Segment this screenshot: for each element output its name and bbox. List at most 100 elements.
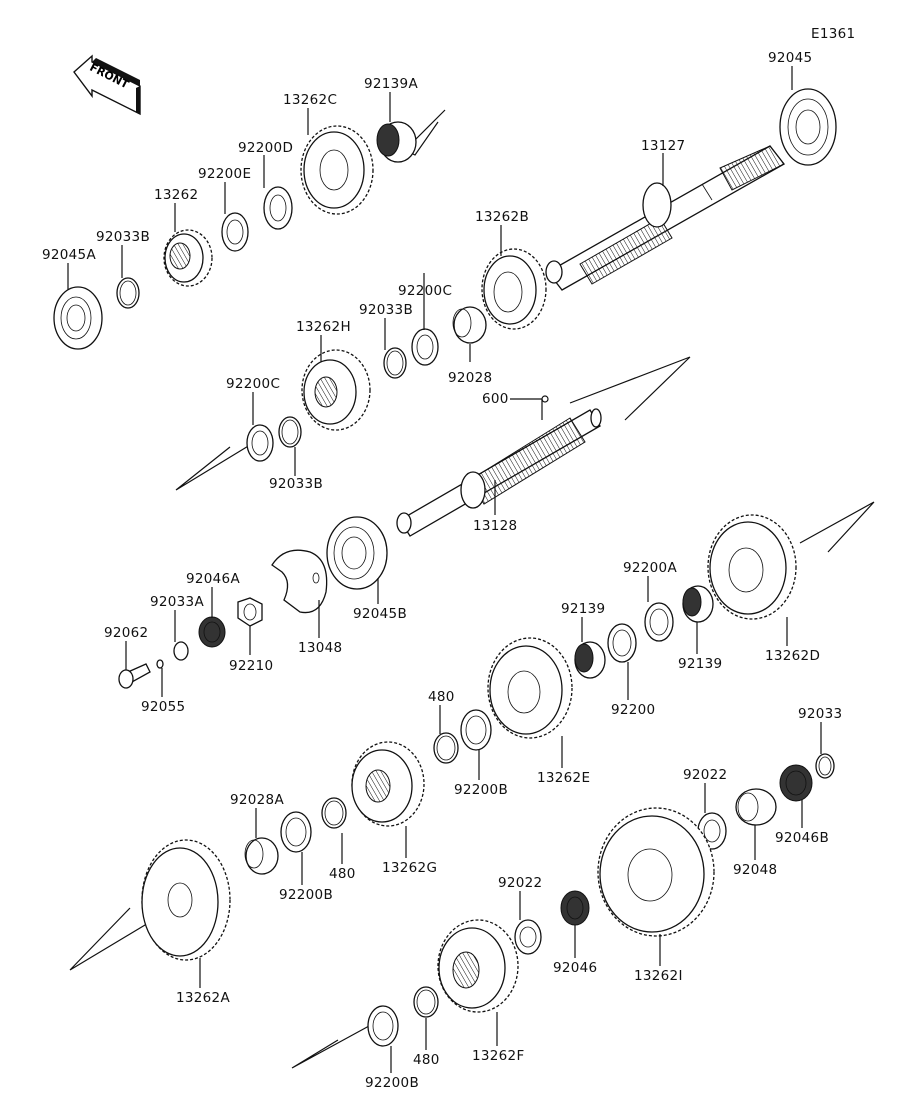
part-92200E-washer[interactable]: [221, 212, 249, 252]
label-92210[interactable]: 92210: [229, 658, 273, 674]
part-600-marker[interactable]: [541, 395, 549, 403]
label-480[interactable]: 480: [428, 689, 455, 705]
part-13262E-gear[interactable]: [487, 637, 573, 739]
part-92046-needle-bearing[interactable]: [560, 890, 590, 926]
label-92200B[interactable]: 92200B: [279, 887, 333, 903]
part-92200C-washer[interactable]: [246, 424, 274, 462]
part-92046B-needle-bearing[interactable]: [779, 764, 813, 802]
part-13262B-gear[interactable]: [481, 248, 547, 330]
part-92048-bushing[interactable]: [735, 788, 777, 826]
part-92022-washer[interactable]: [514, 919, 542, 955]
part-13128-shaft[interactable]: [396, 408, 602, 537]
part-13262A-gear[interactable]: [141, 839, 231, 961]
label-13262A[interactable]: 13262A: [176, 990, 230, 1006]
part-480-circlip[interactable]: [413, 986, 439, 1018]
label-13262D[interactable]: 13262D: [765, 648, 820, 664]
label-92033B[interactable]: 92033B: [359, 302, 413, 318]
part-92200B-washer[interactable]: [280, 811, 312, 853]
part-92028A-bushing[interactable]: [244, 837, 279, 875]
label-92028A[interactable]: 92028A: [230, 792, 284, 808]
label-13262C[interactable]: 13262C: [283, 92, 337, 108]
part-92045B-bearing[interactable]: [326, 516, 388, 590]
label-13262H[interactable]: 13262H: [296, 319, 351, 335]
label-92022[interactable]: 92022: [498, 875, 542, 891]
label-92048[interactable]: 92048: [733, 862, 777, 878]
label-92046B[interactable]: 92046B: [775, 830, 829, 846]
part-13127-shaft[interactable]: [545, 145, 785, 291]
label-600[interactable]: 600: [482, 391, 509, 407]
part-13262H-gear[interactable]: [301, 349, 371, 431]
label-480[interactable]: 480: [413, 1052, 440, 1068]
part-92028-bushing[interactable]: [452, 306, 487, 344]
label-92139[interactable]: 92139: [561, 601, 605, 617]
part-92200C-washer[interactable]: [411, 328, 439, 366]
label-92139A[interactable]: 92139A: [364, 76, 418, 92]
label-13048[interactable]: 13048: [298, 640, 342, 656]
part-92139A-needle-bearing[interactable]: [376, 121, 417, 163]
part-92046A-needle-bearing[interactable]: [198, 616, 226, 648]
part-92210-nut[interactable]: [237, 597, 263, 627]
part-92055-ring[interactable]: [156, 659, 164, 669]
part-92200-washer[interactable]: [607, 623, 637, 663]
label-92046[interactable]: 92046: [553, 960, 597, 976]
part-92139-needle-bearing[interactable]: [682, 585, 714, 623]
part-92033B-circlip[interactable]: [383, 347, 407, 379]
part-13262I-gear[interactable]: [597, 807, 715, 937]
part-480-circlip[interactable]: [433, 732, 459, 764]
label-13262B[interactable]: 13262B: [475, 209, 529, 225]
label-92033B[interactable]: 92033B: [269, 476, 323, 492]
label-92062[interactable]: 92062: [104, 625, 148, 641]
label-13262G[interactable]: 13262G: [382, 860, 437, 876]
label-92139[interactable]: 92139: [678, 656, 722, 672]
label-13262E[interactable]: 13262E: [537, 770, 590, 786]
part-92033A-ring[interactable]: [173, 641, 189, 661]
part-92139-needle-bearing[interactable]: [574, 641, 606, 679]
part-13262C-gear[interactable]: [300, 125, 374, 215]
part-labels: 92045 13127 92139A 13262C 92200D 92200E …: [42, 50, 842, 1091]
label-92200B[interactable]: 92200B: [454, 782, 508, 798]
part-13262D-gear[interactable]: [707, 514, 797, 620]
part-13048-holder[interactable]: [271, 549, 328, 614]
label-92045A[interactable]: 92045A: [42, 247, 96, 263]
label-92055[interactable]: 92055: [141, 699, 185, 715]
label-92200[interactable]: 92200: [611, 702, 655, 718]
label-13262I[interactable]: 13262I: [634, 968, 683, 984]
label-480[interactable]: 480: [329, 866, 356, 882]
label-92200E[interactable]: 92200E: [198, 166, 251, 182]
part-92045A-bearing[interactable]: [53, 286, 103, 350]
label-92033A[interactable]: 92033A: [150, 594, 204, 610]
part-13262F-gear[interactable]: [437, 919, 519, 1013]
label-92046A[interactable]: 92046A: [186, 571, 240, 587]
part-92200A-washer[interactable]: [644, 602, 674, 642]
part-13262G-gear[interactable]: [351, 741, 425, 827]
part-13262-gear[interactable]: [163, 229, 213, 287]
label-92200D[interactable]: 92200D: [238, 140, 293, 156]
label-13262F[interactable]: 13262F: [472, 1048, 525, 1064]
label-92200B[interactable]: 92200B: [365, 1075, 419, 1091]
part-92062-bolt[interactable]: [118, 663, 151, 689]
label-92033[interactable]: 92033: [798, 706, 842, 722]
label-92200C[interactable]: 92200C: [398, 283, 452, 299]
label-92022[interactable]: 92022: [683, 767, 727, 783]
part-92200B-washer[interactable]: [460, 709, 492, 751]
part-92033B-circlip[interactable]: [278, 416, 302, 448]
label-92200C[interactable]: 92200C: [226, 376, 280, 392]
part-92200B-washer[interactable]: [367, 1005, 399, 1047]
label-92028[interactable]: 92028: [448, 370, 492, 386]
label-92200A[interactable]: 92200A: [623, 560, 677, 576]
diagram-code: E1361: [811, 26, 855, 42]
label-92045B[interactable]: 92045B: [353, 606, 407, 622]
label-92045[interactable]: 92045: [768, 50, 812, 66]
part-92033-circlip[interactable]: [815, 753, 835, 779]
part-92200D-washer[interactable]: [263, 186, 293, 230]
part-92045-bearing[interactable]: [779, 88, 837, 166]
part-480-circlip[interactable]: [321, 797, 347, 829]
label-13128[interactable]: 13128: [473, 518, 517, 534]
label-92033B[interactable]: 92033B: [96, 229, 150, 245]
front-arrow-icon: FRONT: [73, 54, 141, 116]
leader-lines: [67, 66, 822, 1073]
label-13127[interactable]: 13127: [641, 138, 685, 154]
part-92033B-circlip[interactable]: [116, 277, 140, 309]
label-13262[interactable]: 13262: [154, 187, 198, 203]
